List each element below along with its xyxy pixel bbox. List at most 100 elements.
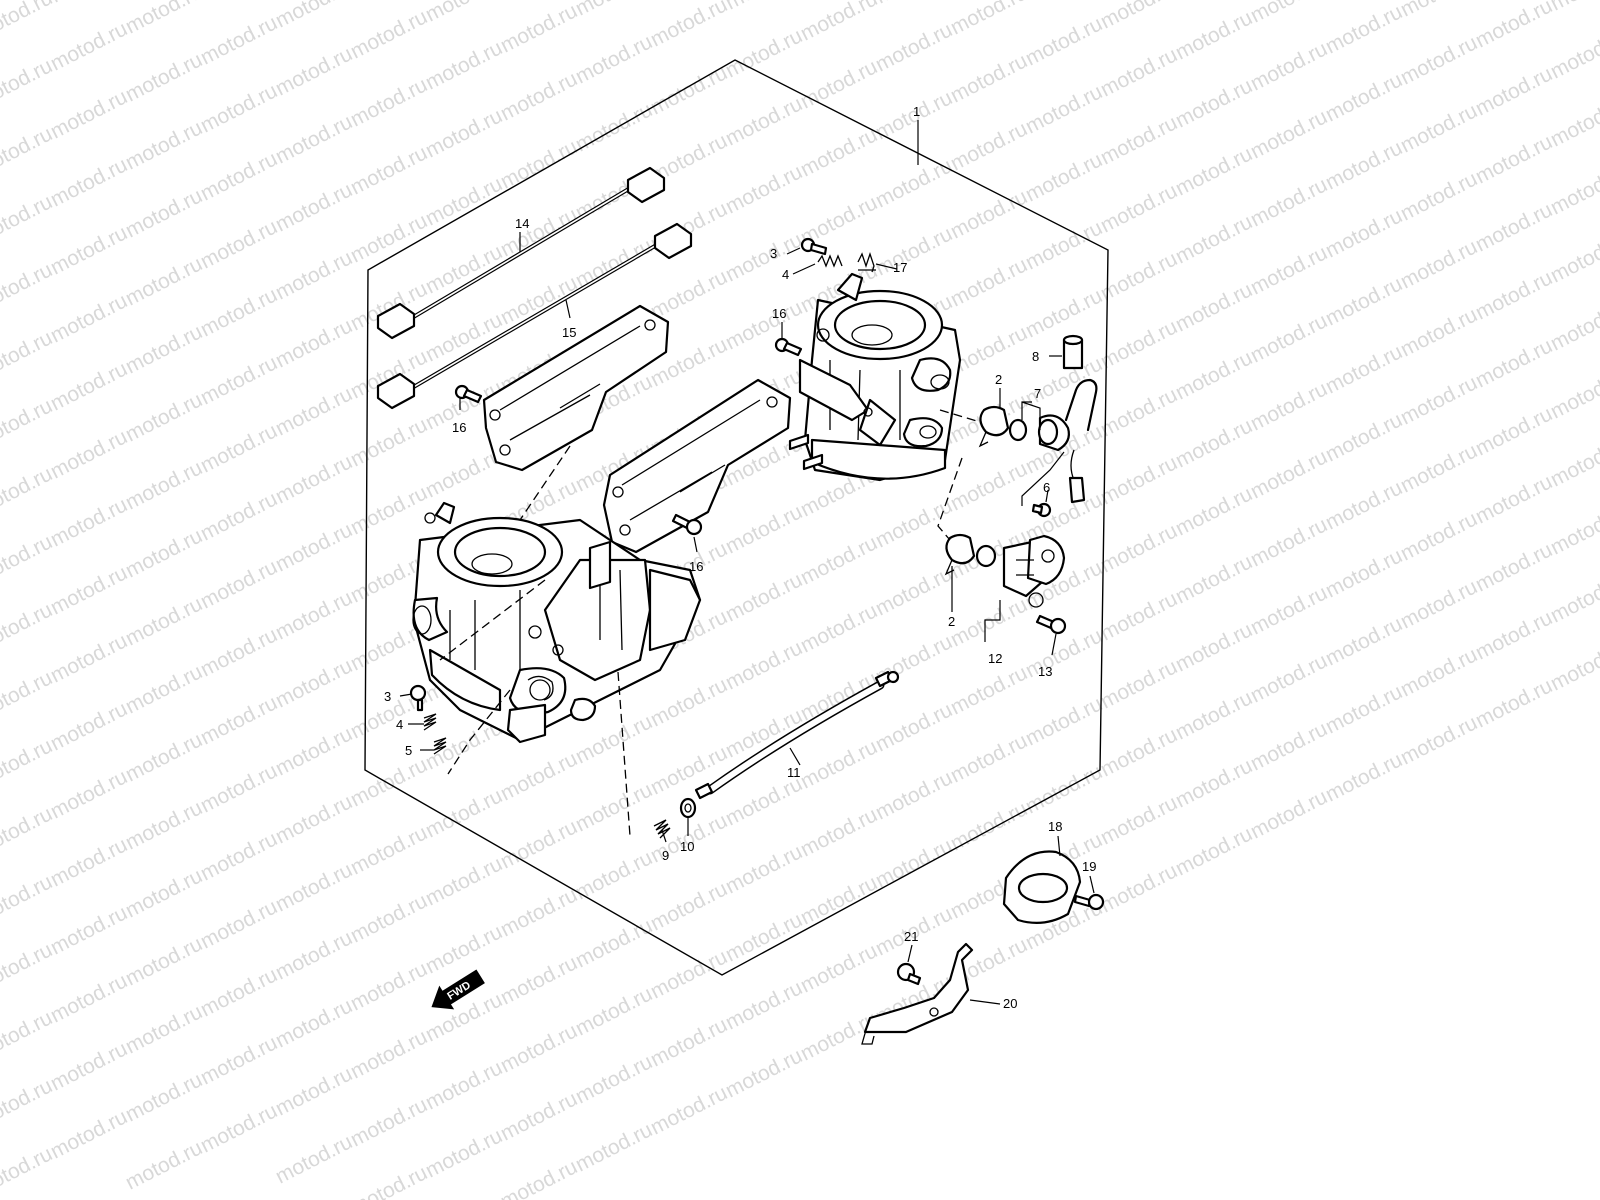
bolt-21 [896,962,922,986]
watermark-text: motod.ru [1097,0,1181,33]
callout-5: 5 [405,743,412,758]
watermark-text: motod.ru [1247,309,1331,367]
clamp-2-upper [978,405,1010,448]
watermark-text: motod.ru [347,481,431,539]
callout-11: 11 [787,765,801,780]
watermark-text: motod.ru [1322,204,1406,262]
callout-20: 20 [1003,996,1017,1011]
watermark-text: motod.ru [1097,519,1181,577]
watermark-text: motod.ru [197,351,281,409]
watermark-text: motod.ru [0,190,56,248]
watermark-text: motod.ru [1547,297,1600,355]
watermark-text: motod.ru [797,735,881,793]
watermark-text: motod.ru [347,1161,431,1200]
spring-17 [857,251,876,273]
watermark-text: motod.ru [1247,581,1331,639]
watermark-text: motod.ru [647,0,731,51]
watermark-text: motod.ru [1472,0,1556,52]
callout-13: 13 [1038,664,1052,679]
sensor-12 [1002,534,1066,608]
watermark-text: motod.ru [1172,822,1256,880]
watermark-text: motod.ru [1397,303,1481,361]
watermark-text: motod.ru [1022,692,1106,750]
watermark-text: motod.ru [797,599,881,657]
callout-16-middle: 16 [689,559,703,574]
linkage-rod-14 [376,166,666,340]
sensor-7 [1037,378,1098,504]
watermark-text: motod.ru [0,530,56,588]
watermark-text: motod.ru [0,394,56,452]
watermark-text: motod.ru [1097,451,1181,509]
watermark-text: motod.ru [47,833,131,891]
watermark-text: motod.ru [1022,284,1106,342]
watermark-text: motod.ru [1097,383,1181,441]
watermark-text: motod.ru [47,0,131,7]
spring-9 [653,819,671,839]
watermark-text: motod.ru [122,116,206,174]
watermark-text: motod.ru [1472,266,1556,324]
watermark-text: motod.ru [0,326,56,384]
watermark-text: motod.ru [572,30,656,88]
callout-3-left: 3 [384,689,391,704]
watermark-text: motod.ru [1472,62,1556,120]
leader-lines [399,120,1095,1005]
lower-bracket [602,378,792,554]
watermark-text: motod.ru [1547,229,1600,287]
watermark-text: motod.ru [1322,680,1406,738]
watermark-text: motod.ru [122,592,206,650]
watermark-text: motod.ru [947,253,1031,311]
watermark-text: motod.ru [1397,711,1481,769]
watermark-text: motod.ru [47,357,131,415]
watermark-text: motod.ru [347,141,431,199]
spring-5 [433,737,447,755]
throttle-body-left [412,501,702,744]
watermark-text: motod.ru [1547,25,1600,83]
watermark-text: motod.ru [0,0,56,44]
watermark-text: motod.ru [797,0,881,45]
watermark-text: motod.ru [497,0,581,57]
watermark-text: motod.ru [1097,247,1181,305]
watermark-text: motod.ru [872,834,956,892]
watermark-text: motod.ru [1247,173,1331,231]
watermark-text: motod.ru [1322,544,1406,602]
watermark-text: motod.ru [872,494,956,552]
watermark-text: motod.ru [797,55,881,113]
watermark-text: motod.ru [497,203,581,261]
watermark-text: motod.ru [122,320,206,378]
watermark-text: motod.ru [422,36,506,94]
watermark-text: motod.ru [1547,569,1600,627]
watermark-text: motod.ru [872,562,956,620]
watermark-text: motod.ru [797,123,881,181]
watermark-text: motod.ru [0,462,56,520]
watermark-text: motod.ru [572,234,656,292]
watermark-text: motod.ru [347,821,431,879]
watermark-text: motod.ru [722,568,806,626]
watermark-text: motod.ru [47,561,131,619]
watermark-text: motod.ru [722,1044,806,1102]
watermark-text: motod.ru [0,666,56,724]
watermark-text: motod.ru [1172,754,1256,812]
watermark-text: motod.ru [197,963,281,1021]
watermark-text: motod.ru [422,1124,506,1182]
watermark-text: motod.ru [1022,148,1106,206]
callouts: 1 14 15 16 16 16 3 4 17 8 2 7 6 2 12 13 … [384,104,1096,1011]
watermark-text: motod.ru [1247,649,1331,707]
screw-3-top [800,237,828,256]
watermark-text: motod.ru [1172,74,1256,132]
watermark-text: motod.ru [1247,513,1331,571]
watermark-text: motod.ru [47,765,131,823]
watermark-text: motod.ru [497,747,581,805]
watermark-text: motod.ru [272,110,356,168]
watermark-text: motod.ru [0,1142,56,1200]
watermark-text: motod.ru [872,0,956,8]
watermark-text: motod.ru [1247,0,1331,27]
watermark-text: motod.ru [122,932,206,990]
watermark-text: motod.ru [272,722,356,780]
watermark-text: motod.ru [947,729,1031,787]
holder-18 [1002,850,1082,925]
watermark-text: motod.ru [422,104,506,162]
watermark-text: motod.ru [572,1050,656,1108]
o-ring-upper [1008,418,1028,442]
watermark-text: motod.ru [1397,31,1481,89]
watermark-text: motod.ru [47,1105,131,1163]
